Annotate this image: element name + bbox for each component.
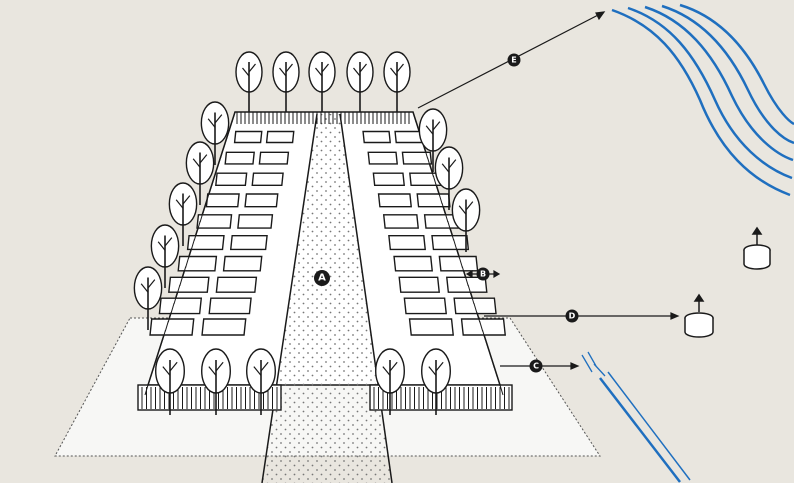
grave-plot-icon xyxy=(208,297,252,315)
grave-plot-icon xyxy=(393,255,433,272)
grave-plot-icon xyxy=(222,255,263,272)
tree-icon xyxy=(434,146,464,210)
tree-icon xyxy=(383,51,411,112)
grave-plot-icon xyxy=(168,276,210,293)
marker-e: E xyxy=(507,53,521,67)
grave-plot-icon xyxy=(158,297,203,315)
grave-plot-icon xyxy=(215,276,258,293)
marker-c: C xyxy=(529,359,543,373)
grave-plots xyxy=(149,130,506,336)
tree-icon xyxy=(185,141,215,205)
grave-plot-icon xyxy=(149,318,195,336)
grave-plot-icon xyxy=(258,151,290,165)
tree-icon xyxy=(154,348,185,415)
tree-icon xyxy=(346,51,374,112)
tree-icon xyxy=(418,108,448,172)
marker-e-label: E xyxy=(511,56,516,65)
grave-plot-icon xyxy=(215,172,248,186)
marker-c-label: C xyxy=(533,362,539,371)
tree-icon xyxy=(133,266,163,330)
grave-plot-icon xyxy=(438,255,479,272)
tree-icon xyxy=(168,182,198,246)
grave-plot-icon xyxy=(229,234,268,251)
marker-b-label: B xyxy=(480,270,486,279)
grave-plot-icon xyxy=(401,151,433,165)
marker-d: D xyxy=(565,309,579,323)
stream-icon xyxy=(581,351,691,483)
tree-icon xyxy=(235,51,263,112)
grave-plot-icon xyxy=(403,297,447,315)
grave-plot-icon xyxy=(186,234,225,251)
marker-a: A xyxy=(314,270,330,286)
grave-plot-icon xyxy=(201,318,247,336)
grave-plot-icon xyxy=(377,193,412,208)
tree-icon xyxy=(150,224,180,288)
tree-icon xyxy=(272,51,300,112)
tree-icon xyxy=(451,188,481,252)
grave-plot-icon xyxy=(382,214,419,229)
well-icon xyxy=(743,226,771,270)
grave-plot-icon xyxy=(233,130,263,144)
grave-plot-icon xyxy=(196,214,233,229)
grave-plot-icon xyxy=(205,193,240,208)
grave-plot-icon xyxy=(372,172,405,186)
grave-plot-icon xyxy=(265,130,295,144)
tree-icon xyxy=(421,348,452,415)
tree-icon xyxy=(308,51,336,112)
grave-plot-icon xyxy=(251,172,284,186)
tree-icon xyxy=(245,348,276,415)
marker-d-label: D xyxy=(569,312,576,321)
grave-plot-icon xyxy=(416,193,451,208)
grave-plot-icon xyxy=(388,234,426,251)
marker-a-label: A xyxy=(318,273,326,284)
marker-b: B xyxy=(476,267,490,281)
grave-plot-icon xyxy=(244,193,279,208)
tree-icon xyxy=(200,348,231,415)
grave-plot-icon xyxy=(224,151,255,165)
well-icon xyxy=(684,293,714,338)
grave-plot-icon xyxy=(237,214,274,229)
grave-plot-icon xyxy=(362,130,391,144)
tree-icon xyxy=(375,348,406,415)
grave-plot-icon xyxy=(394,130,423,144)
grave-plot-icon xyxy=(367,151,398,165)
grave-plot-icon xyxy=(398,276,440,293)
tree-row xyxy=(133,51,481,415)
grave-plot-icon xyxy=(177,255,218,272)
grave-plot-icon xyxy=(408,318,454,336)
river-icon xyxy=(611,3,794,197)
tree-icon xyxy=(200,101,230,165)
grave-plot-icon xyxy=(431,234,470,251)
central-path xyxy=(262,114,392,483)
